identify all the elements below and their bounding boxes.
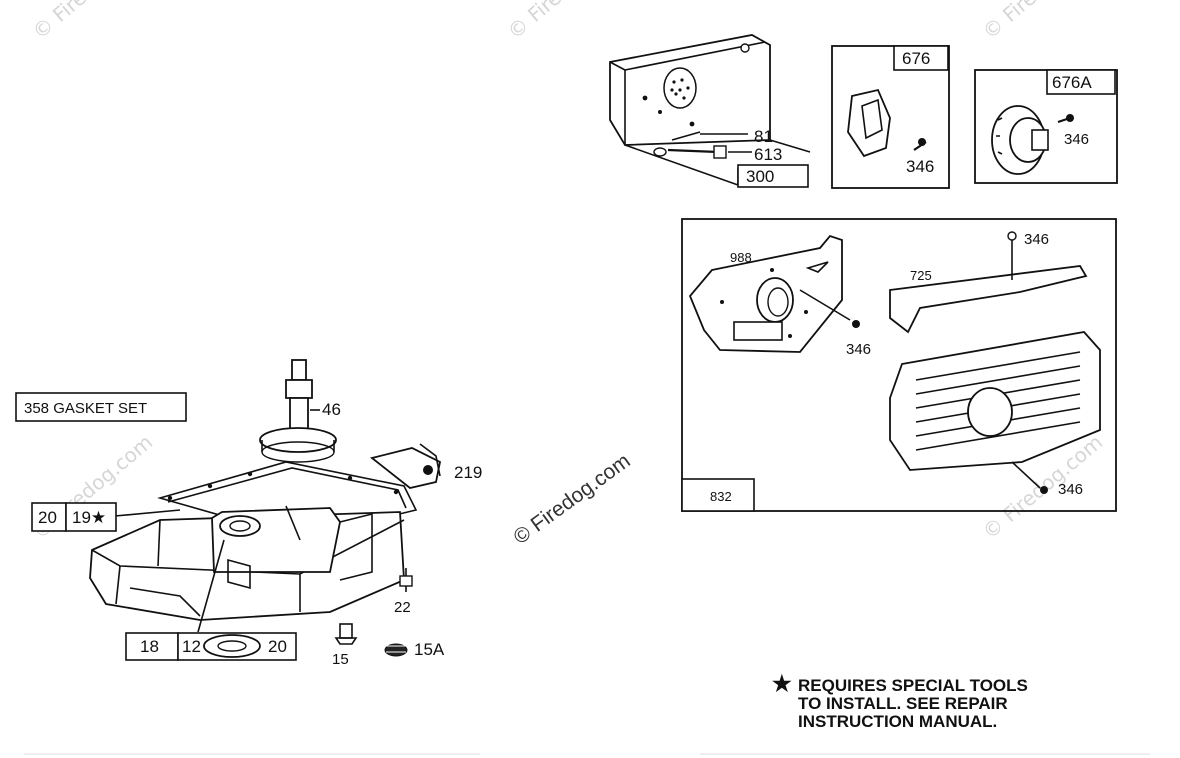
note-line-1: ★ REQUIRES SPECIAL TOOLS — [768, 671, 1128, 696]
callout-346-d: 346 — [1024, 231, 1049, 248]
label-20: 20 — [38, 508, 57, 527]
callout-46: 46 — [322, 400, 341, 419]
label-12: 12 — [182, 637, 201, 656]
special-tools-note: ★ REQUIRES SPECIAL TOOLS TO INSTALL. SEE … — [768, 671, 1128, 731]
note-line-3: INSTRUCTION MANUAL. — [798, 712, 998, 731]
callout-15a: 15A — [414, 640, 445, 659]
callout-81: 81 — [754, 127, 773, 146]
watermark-top-center: © Firedog.com — [503, 0, 632, 44]
callout-15: 15 — [332, 651, 349, 668]
watermark-top-left: © Firedog.com — [28, 0, 157, 44]
center-watermark: © Firedog.com — [509, 449, 634, 549]
label-676: 676 — [902, 49, 930, 68]
callout-219: 219 — [454, 463, 482, 482]
star-icon: ★ — [772, 671, 792, 696]
box-300 — [737, 164, 809, 188]
label-358-gasket-set: 358 GASKET SET — [24, 400, 147, 417]
part-676-panel: 676 346 — [831, 45, 950, 189]
label-676a: 676A — [1052, 73, 1092, 92]
callout-346-a: 346 — [906, 157, 934, 176]
note-text-1: REQUIRES SPECIAL TOOLS — [798, 676, 1028, 695]
callout-725: 725 — [910, 268, 932, 283]
note-line-2: TO INSTALL. SEE REPAIR — [798, 694, 1008, 713]
part-676a-panel: 676A 346 — [974, 69, 1118, 184]
gasket-set-box: 358 GASKET SET — [15, 392, 187, 422]
part-832-panel: 832 988 346 725 346 346 — [681, 218, 1117, 512]
callout-346-b: 346 — [1064, 131, 1089, 148]
callout-988: 988 — [730, 250, 752, 265]
part-crankcase-base: 46 219 22 — [31, 359, 482, 668]
label-19-star: 19★ — [72, 508, 106, 527]
watermark-top-right: © Firedog.com — [978, 0, 1107, 44]
label-18: 18 — [140, 637, 159, 656]
label-832: 832 — [710, 489, 732, 504]
callout-613: 613 — [754, 145, 782, 164]
callout-22: 22 — [394, 599, 411, 616]
part-300-plate: 300 81 613 — [609, 34, 811, 188]
callout-346-e: 346 — [1058, 481, 1083, 498]
label-20-seal: 20 — [268, 637, 287, 656]
callout-346-c: 346 — [846, 341, 871, 358]
label-300: 300 — [746, 167, 774, 186]
